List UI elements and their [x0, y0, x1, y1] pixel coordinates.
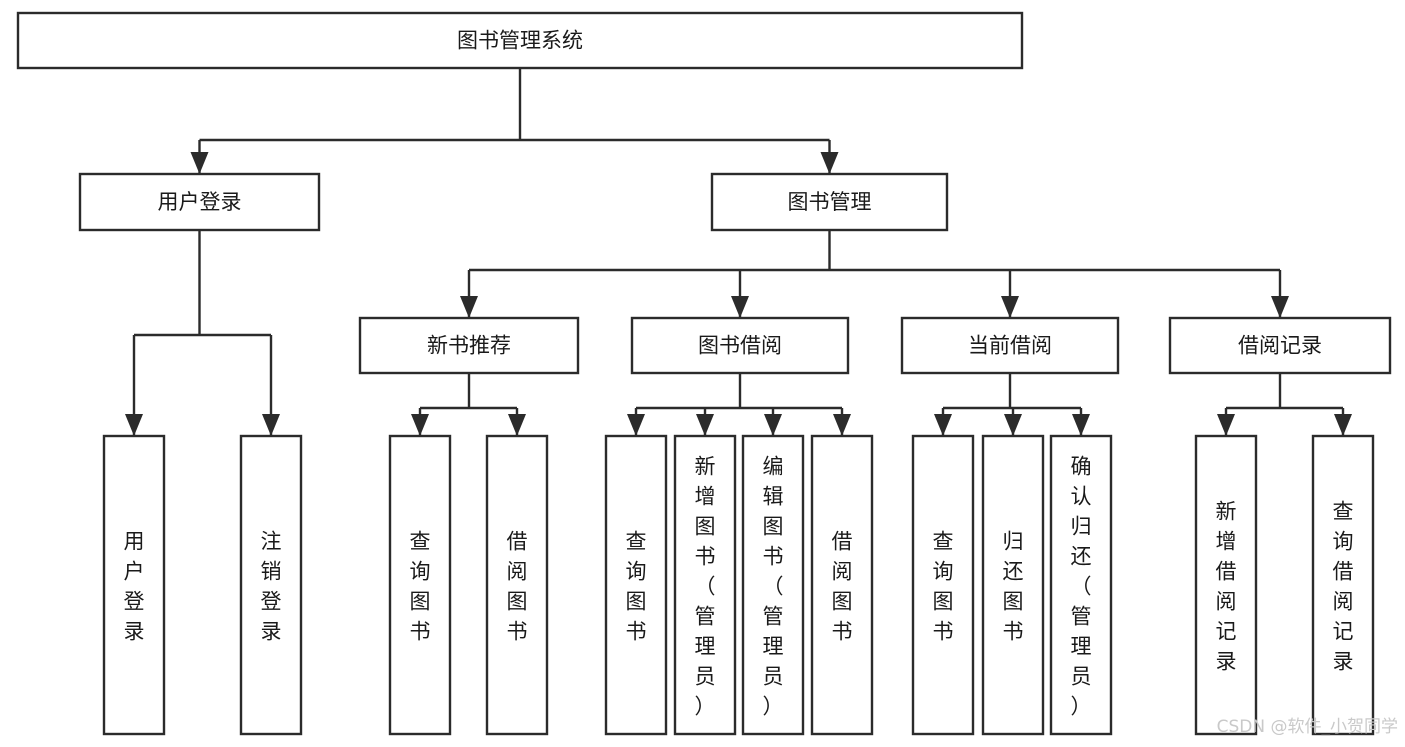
- node-bb-add-book[interactable]: 新增图书（管理员）: [673, 434, 737, 736]
- node-box-book-management: [710, 172, 949, 232]
- arrow-head-icon-br-add-record: [1217, 414, 1235, 436]
- node-box-cb-query-book: [911, 434, 975, 736]
- arrow-head-icon-borrow-record: [1271, 296, 1289, 318]
- node-box-bb-borrow-book: [810, 434, 874, 736]
- connectors-layer: [125, 68, 1352, 436]
- node-nbr-query-book[interactable]: 查询图书: [388, 434, 452, 736]
- node-box-bb-query-book: [604, 434, 668, 736]
- nodes-layer: 图书管理系统用户登录用户登录注销登录图书管理新书推荐查询图书借阅图书图书借阅查询…: [16, 11, 1392, 736]
- node-label-bb-borrow-book: 借阅图书: [832, 529, 853, 643]
- node-new-book-recommend[interactable]: 新书推荐: [358, 316, 580, 375]
- node-box-cb-confirm-return: [1049, 434, 1113, 736]
- node-br-query-record[interactable]: 查询借阅记录: [1311, 434, 1375, 736]
- arrow-head-icon-user-login: [190, 152, 209, 174]
- arrow-head-icon-user-login-leaf: [125, 414, 143, 436]
- node-label-cb-confirm-return: 确认归还（管理员）: [1071, 454, 1092, 718]
- node-label-bb-edit-book: 编辑图书（管理员）: [763, 454, 784, 718]
- node-user-login[interactable]: 用户登录: [78, 172, 321, 232]
- node-label-root: 图书管理系统: [457, 29, 583, 53]
- node-br-add-record[interactable]: 新增借阅记录: [1194, 434, 1258, 736]
- node-label-user-login-leaf: 用户登录: [124, 529, 145, 643]
- node-box-nbr-borrow-book: [485, 434, 549, 736]
- arrow-head-icon-cb-confirm-return: [1072, 414, 1090, 436]
- node-label-nbr-query-book: 查询图书: [410, 529, 431, 643]
- node-nbr-borrow-book[interactable]: 借阅图书: [485, 434, 549, 736]
- node-label-user-login: 用户登录: [158, 190, 242, 214]
- node-bb-query-book[interactable]: 查询图书: [604, 434, 668, 736]
- arrow-head-icon-cb-return-book: [1004, 414, 1022, 436]
- node-user-logout-leaf[interactable]: 注销登录: [239, 434, 303, 736]
- arrow-head-icon-user-logout-leaf: [262, 414, 280, 436]
- node-label-br-query-record: 查询借阅记录: [1333, 499, 1354, 673]
- node-label-book-management: 图书管理: [788, 190, 872, 214]
- node-box-bb-add-book: [673, 434, 737, 736]
- node-current-borrow[interactable]: 当前借阅: [900, 316, 1120, 375]
- node-borrow-record[interactable]: 借阅记录: [1168, 316, 1392, 375]
- arrow-head-icon-book-borrow: [731, 296, 749, 318]
- node-cb-query-book[interactable]: 查询图书: [911, 434, 975, 736]
- arrow-head-icon-bb-edit-book: [764, 414, 782, 436]
- arrow-head-icon-bb-add-book: [696, 414, 714, 436]
- node-label-cb-query-book: 查询图书: [933, 529, 954, 643]
- node-label-borrow-record: 借阅记录: [1238, 334, 1322, 358]
- arrow-head-icon-book-management: [820, 152, 839, 174]
- node-label-new-book-recommend: 新书推荐: [427, 334, 511, 358]
- arrow-head-icon-bb-query-book: [627, 414, 645, 436]
- node-label-user-logout-leaf: 注销登录: [261, 529, 282, 643]
- node-box-bb-edit-book: [741, 434, 805, 736]
- node-book-management[interactable]: 图书管理: [710, 172, 949, 232]
- node-box-new-book-recommend: [358, 316, 580, 375]
- arrow-head-icon-cb-query-book: [934, 414, 952, 436]
- node-label-cb-return-book: 归还图书: [1003, 529, 1024, 643]
- arrow-head-icon-br-query-record: [1334, 414, 1352, 436]
- node-label-book-borrow: 图书借阅: [698, 334, 782, 358]
- node-box-user-login: [78, 172, 321, 232]
- node-label-br-add-record: 新增借阅记录: [1216, 499, 1237, 673]
- node-box-br-add-record: [1194, 434, 1258, 736]
- arrow-head-icon-current-borrow: [1001, 296, 1019, 318]
- node-box-br-query-record: [1311, 434, 1375, 736]
- node-bb-borrow-book[interactable]: 借阅图书: [810, 434, 874, 736]
- node-user-login-leaf[interactable]: 用户登录: [102, 434, 166, 736]
- node-label-nbr-borrow-book: 借阅图书: [507, 529, 528, 643]
- node-box-current-borrow: [900, 316, 1120, 375]
- node-box-nbr-query-book: [388, 434, 452, 736]
- arrow-head-icon-nbr-borrow-book: [508, 414, 526, 436]
- node-book-borrow[interactable]: 图书借阅: [630, 316, 850, 375]
- node-box-user-logout-leaf: [239, 434, 303, 736]
- node-box-cb-return-book: [981, 434, 1045, 736]
- csdn-watermark: CSDN @软件_小贺同学: [1217, 717, 1398, 737]
- node-box-book-borrow: [630, 316, 850, 375]
- node-root[interactable]: 图书管理系统: [16, 11, 1024, 70]
- node-cb-confirm-return[interactable]: 确认归还（管理员）: [1049, 434, 1113, 736]
- arrow-head-icon-nbr-query-book: [411, 414, 429, 436]
- node-box-user-login-leaf: [102, 434, 166, 736]
- node-cb-return-book[interactable]: 归还图书: [981, 434, 1045, 736]
- node-box-root: [16, 11, 1024, 70]
- node-bb-edit-book[interactable]: 编辑图书（管理员）: [741, 434, 805, 736]
- arrow-head-icon-bb-borrow-book: [833, 414, 851, 436]
- arrow-head-icon-new-book-recommend: [460, 296, 478, 318]
- node-label-bb-query-book: 查询图书: [626, 529, 647, 643]
- node-label-bb-add-book: 新增图书（管理员）: [695, 454, 716, 718]
- node-box-borrow-record: [1168, 316, 1392, 375]
- node-label-current-borrow: 当前借阅: [968, 334, 1052, 358]
